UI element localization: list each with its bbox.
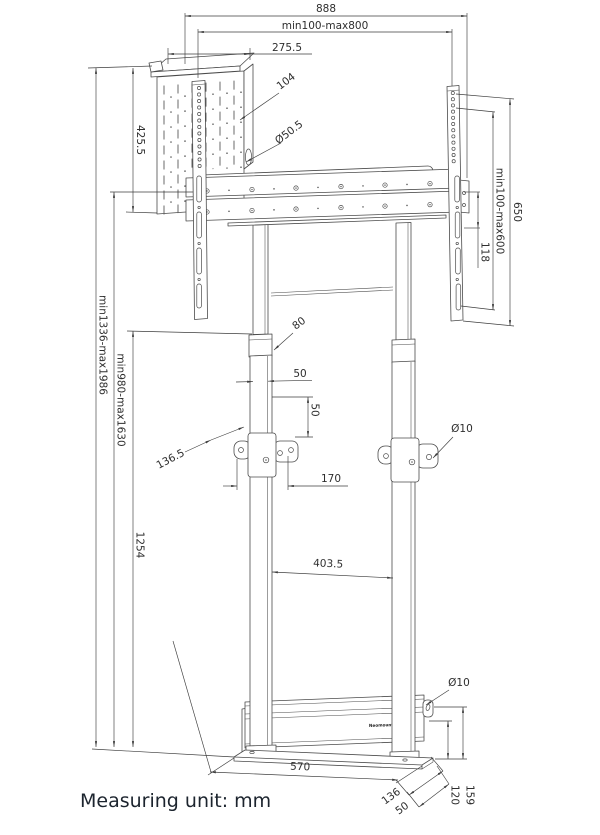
dim-column-spacing: 403.5 [271,557,394,579]
dim-label: 118 [479,242,491,262]
rear-support-edge [270,286,394,294]
extension-line [172,640,212,773]
dim-base-rear-depth: 50 [393,765,450,818]
dim-label: 570 [290,761,311,774]
dim-label: 80 [290,315,308,333]
dim-label: min980-max1630 [115,353,127,446]
dim-vesa-width-range: min100-max800 [197,20,453,86]
dim-label: 425.5 [134,125,146,155]
dim-label: 403.5 [313,557,344,570]
dim-base-panel-height: 120 [429,720,461,805]
dim-overall-width: 888 [184,3,468,178]
dim-vesa-height-range: min100-max600 [455,107,506,311]
dim-bracket-height: 650 [455,93,523,327]
rear-support-edge [270,289,394,297]
dim-label: min100-max800 [282,20,369,32]
dim-label: min100-max600 [494,168,506,255]
measuring-unit-note: Measuring unit: mm [80,790,271,812]
dim-box-height: 425.5 [87,65,158,214]
dim-outer-column-width: 80 [273,315,308,351]
dim-label: 50 [309,403,321,416]
dim-base-hole-diameter: Ø10 [425,677,470,706]
dim-label: 170 [321,473,341,485]
dim-overall-height-range: min1336-max1986 [94,68,109,747]
dim-wall-bracket-hole-spacing: 170 [223,456,348,490]
dim-label: 104 [275,71,298,93]
dim-crossbar-height: 118 [464,191,491,268]
dim-label: Ø10 [451,423,473,435]
dim-label: 120 [449,785,461,805]
dim-grommet-diameter: Ø50.5 [245,118,306,163]
dim-base-width: 570 [207,757,423,784]
dim-label: 50 [393,800,411,818]
dim-label: 275.5 [272,42,302,54]
dim-base-rear-height: 159 [434,706,476,805]
right-column-outer [391,338,416,760]
right-wall-bracket [377,437,439,483]
left-wall-bracket [233,432,299,478]
dim-label: 136.5 [155,447,187,472]
dim-label: 159 [464,785,476,805]
dim-wall-bracket-hole-diameter: Ø10 [432,423,473,459]
left-tv-bracket-rail [191,80,208,320]
dim-wall-bracket-depth: 136.5 [155,426,245,472]
dim-label: min1336-max1986 [97,295,109,395]
floor-stand-drawing: Neomounts [148,52,470,773]
left-column-outer [248,333,273,752]
dim-label: 1254 [134,532,146,559]
dim-box-width: 275.5 [167,42,312,64]
dim-label: 650 [511,202,523,222]
base-plate [233,744,434,770]
cable-grommet [245,148,252,166]
right-tv-bracket-rail [446,85,464,322]
dim-label: Ø10 [448,677,470,689]
brand-logo: Neomounts [369,722,397,728]
ground-line [91,748,235,758]
dim-screen-center-height-range: min980-max1630 [110,191,193,747]
dim-wall-bracket-offset: 50 [272,396,321,438]
dim-label: 50 [293,368,306,380]
dim-outer-column-height: 1254 [126,330,253,747]
left-column-inner [252,224,269,335]
right-column-inner [395,222,412,341]
dim-label: 888 [316,3,336,15]
dim-inner-column-width: 50 [235,368,313,383]
dim-label: Ø50.5 [273,118,306,147]
